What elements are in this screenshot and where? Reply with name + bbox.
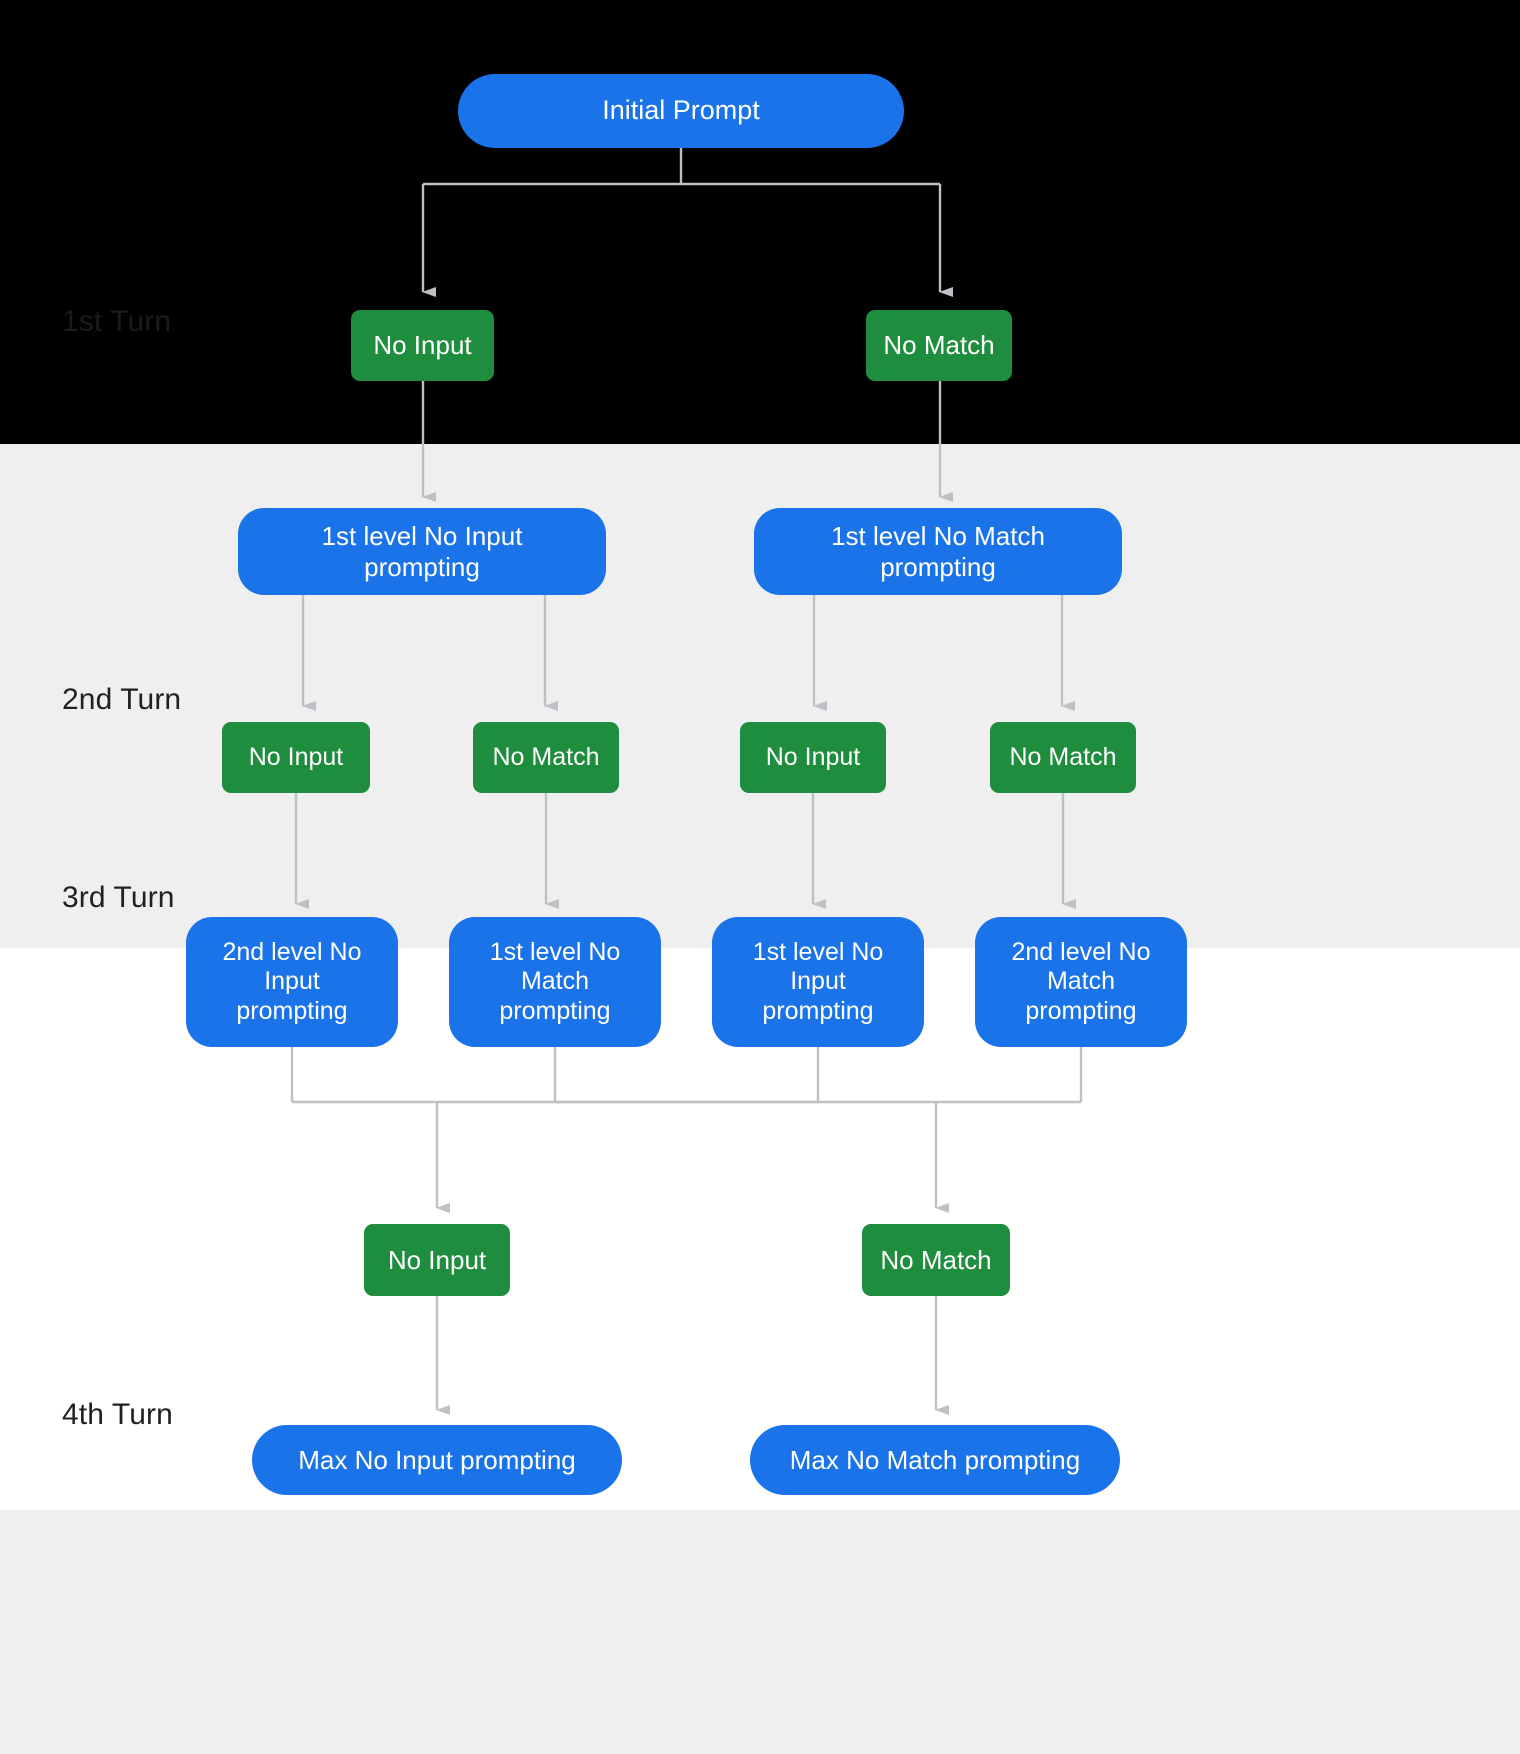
turn-band-1 (0, 0, 1520, 444)
node-t3-no-input[interactable]: No Input (364, 1224, 510, 1296)
node-t3-2nd-level-no-input[interactable]: 2nd level No Input prompting (186, 917, 398, 1047)
node-t3-1st-level-no-match[interactable]: 1st level No Match prompting (449, 917, 661, 1047)
node-t1-no-input[interactable]: No Input (351, 310, 494, 381)
turn-label-4: 4th Turn (62, 1398, 173, 1431)
node-t2-prompt-no-match[interactable]: 1st level No Match prompting (754, 508, 1122, 595)
node-t3-2nd-level-no-match[interactable]: 2nd level No Match prompting (975, 917, 1187, 1047)
node-t3-no-match[interactable]: No Match (862, 1224, 1010, 1296)
node-t3-1st-level-no-input[interactable]: 1st level No Input prompting (712, 917, 924, 1047)
node-t4-max-no-input[interactable]: Max No Input prompting (252, 1425, 622, 1495)
node-t2-no-input-a[interactable]: No Input (222, 722, 370, 793)
node-initial-prompt[interactable]: Initial Prompt (458, 74, 904, 148)
turn-label-3: 3rd Turn (62, 881, 175, 914)
node-t2-no-match-b[interactable]: No Match (990, 722, 1136, 793)
turn-label-2: 2nd Turn (62, 683, 182, 716)
turn-band-4 (0, 1510, 1520, 1754)
turn-label-1: 1st Turn (62, 305, 172, 338)
node-t1-no-match[interactable]: No Match (866, 310, 1012, 381)
node-t4-max-no-match[interactable]: Max No Match prompting (750, 1425, 1120, 1495)
node-t2-no-match-a[interactable]: No Match (473, 722, 619, 793)
node-t2-prompt-no-input[interactable]: 1st level No Input prompting (238, 508, 606, 595)
node-t2-no-input-b[interactable]: No Input (740, 722, 886, 793)
